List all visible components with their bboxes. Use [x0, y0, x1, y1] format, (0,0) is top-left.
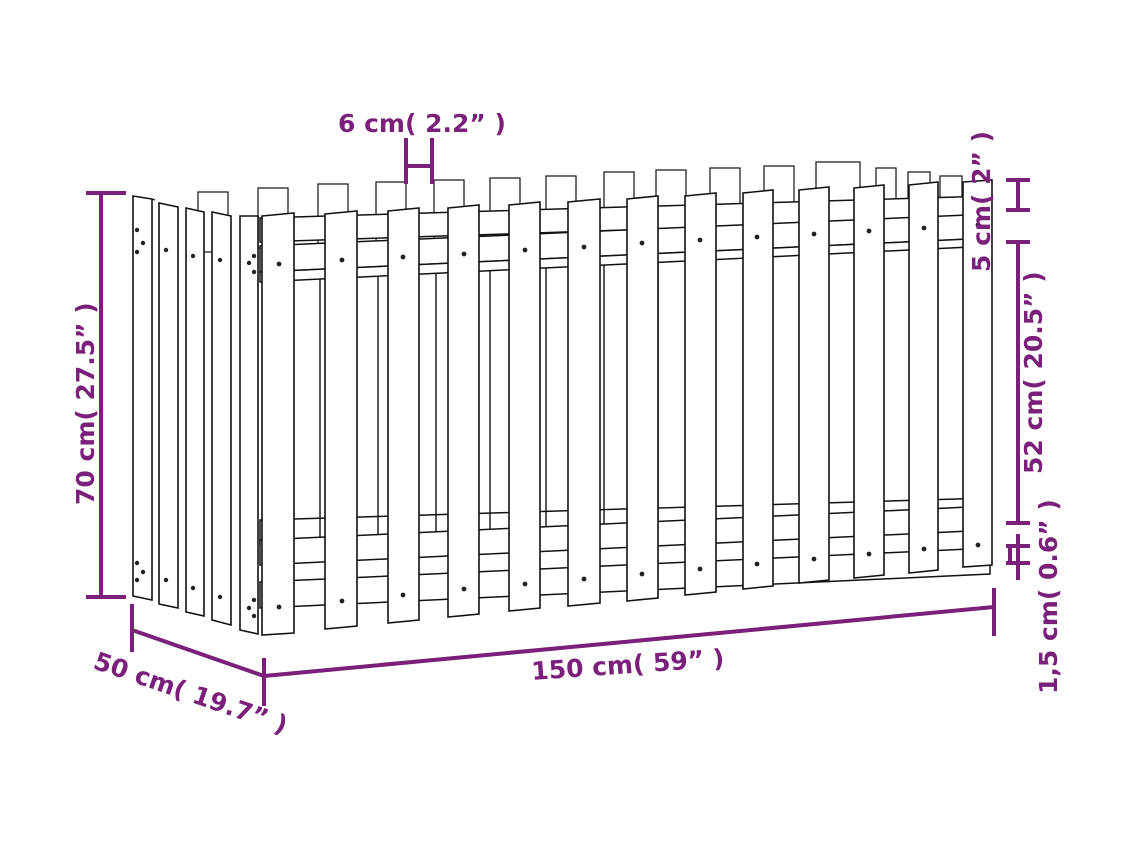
dimension-panel-height: 52 cm( 20.5” ) — [1006, 240, 1048, 523]
label-picket-top-offset: 5 cm( 2” ) — [967, 131, 996, 272]
dimension-overall-height: 70 cm( 27.5” ) — [71, 191, 126, 599]
dimension-picket-width: 6 cm( 2.2” ) — [338, 109, 506, 184]
front-pickets — [261, 179, 993, 636]
label-picket-width: 6 cm( 2.2” ) — [338, 109, 506, 138]
dimension-bottom-gap: 1,5 cm( 0.6” ) — [1006, 499, 1063, 694]
dimension-depth: 50 cm( 19.7” ) — [90, 604, 291, 740]
label-bottom-gap: 1,5 cm( 0.6” ) — [1034, 499, 1063, 694]
label-overall-height: 70 cm( 27.5” ) — [71, 302, 100, 505]
label-depth: 50 cm( 19.7” ) — [90, 646, 291, 739]
dimension-picket-top-offset: 5 cm( 2” ) — [967, 131, 1030, 272]
side-pickets — [132, 195, 259, 635]
label-panel-height: 52 cm( 20.5” ) — [1019, 271, 1048, 474]
